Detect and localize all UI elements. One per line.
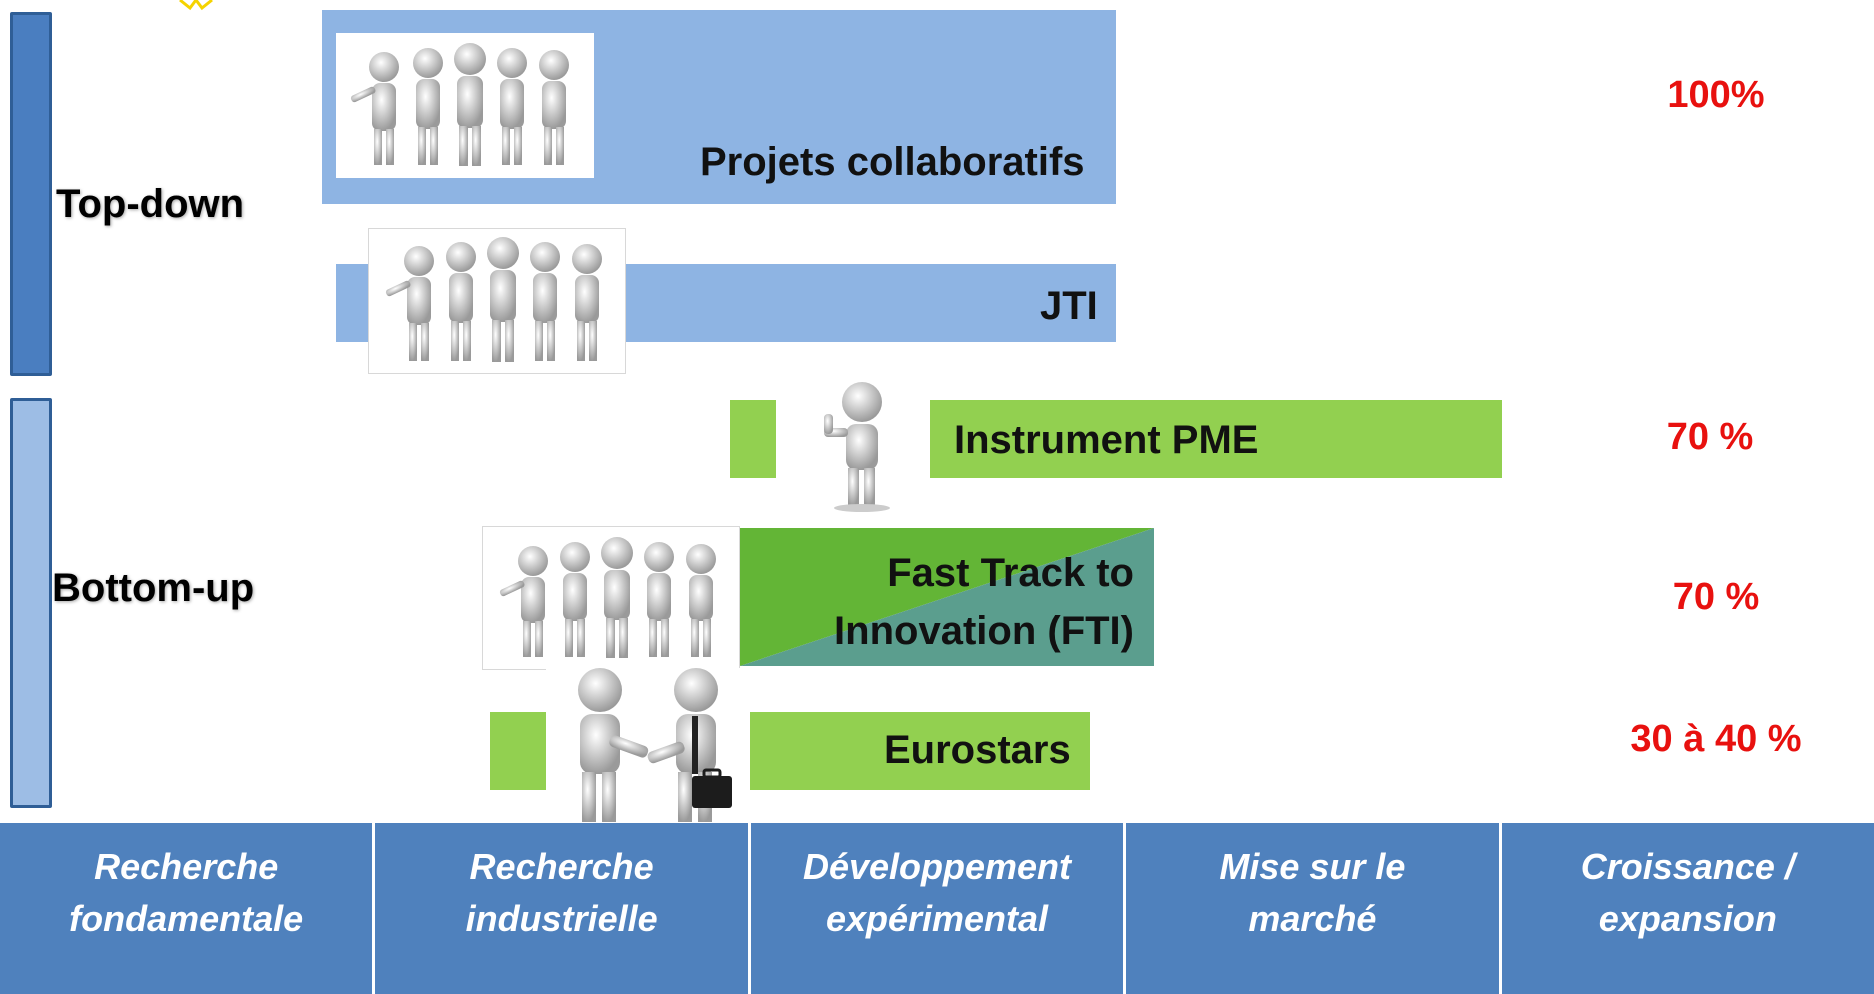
bottom-up-label: Bottom-up	[52, 566, 255, 610]
bar-instrument-pme-start	[730, 400, 776, 478]
rate-projets-collaboratifs: 100%	[1667, 74, 1765, 116]
phase-developpement-experimental: Développement expérimental	[750, 823, 1127, 994]
handshake-icon	[546, 668, 750, 828]
phase-label: Mise sur le marché	[1219, 846, 1406, 939]
top-down-bracket	[10, 12, 52, 376]
rate-fast-track-innovation: 70 %	[1672, 576, 1760, 618]
top-down-label: Top-down	[56, 182, 245, 226]
label-eurostars: Eurostars	[884, 728, 1071, 772]
bar-fast-track-innovation	[740, 528, 1154, 666]
bar-eurostars-start	[490, 712, 546, 790]
bar-eurostars	[750, 712, 1090, 790]
phase-recherche-industrielle: Recherche industrielle	[375, 823, 751, 994]
people-group-icon	[368, 228, 626, 374]
phase-label: Développement expérimental	[802, 846, 1072, 939]
label-projets-collaboratifs: Projets collaboratifs	[700, 140, 1085, 184]
label-instrument-pme: Instrument PME	[954, 418, 1259, 462]
phase-croissance-expansion: Croissance / expansion	[1501, 823, 1874, 994]
phase-recherche-fondamentale: Recherche fondamentale	[0, 823, 376, 994]
star-icon	[179, 0, 213, 11]
person-thumbs-up-icon	[824, 382, 890, 512]
bar-instrument-pme	[930, 400, 1502, 478]
phase-axis: Recherche fondamentale Recherche industr…	[0, 823, 1874, 994]
label-jti: JTI	[1040, 284, 1098, 328]
rate-instrument-pme: 70 %	[1666, 416, 1754, 458]
phase-label: Croissance / expansion	[1580, 846, 1795, 939]
bottom-up-bracket	[10, 398, 52, 808]
phase-label: Recherche fondamentale	[69, 846, 304, 939]
rate-eurostars: 30 à 40 %	[1630, 718, 1802, 760]
people-group-icon	[482, 526, 740, 670]
label-fast-track-innovation: Fast Track to Innovation (FTI)	[834, 551, 1134, 653]
phase-label: Recherche industrielle	[465, 846, 658, 939]
people-group-icon	[336, 33, 594, 178]
phase-mise-sur-le-marche: Mise sur le marché	[1126, 823, 1502, 994]
